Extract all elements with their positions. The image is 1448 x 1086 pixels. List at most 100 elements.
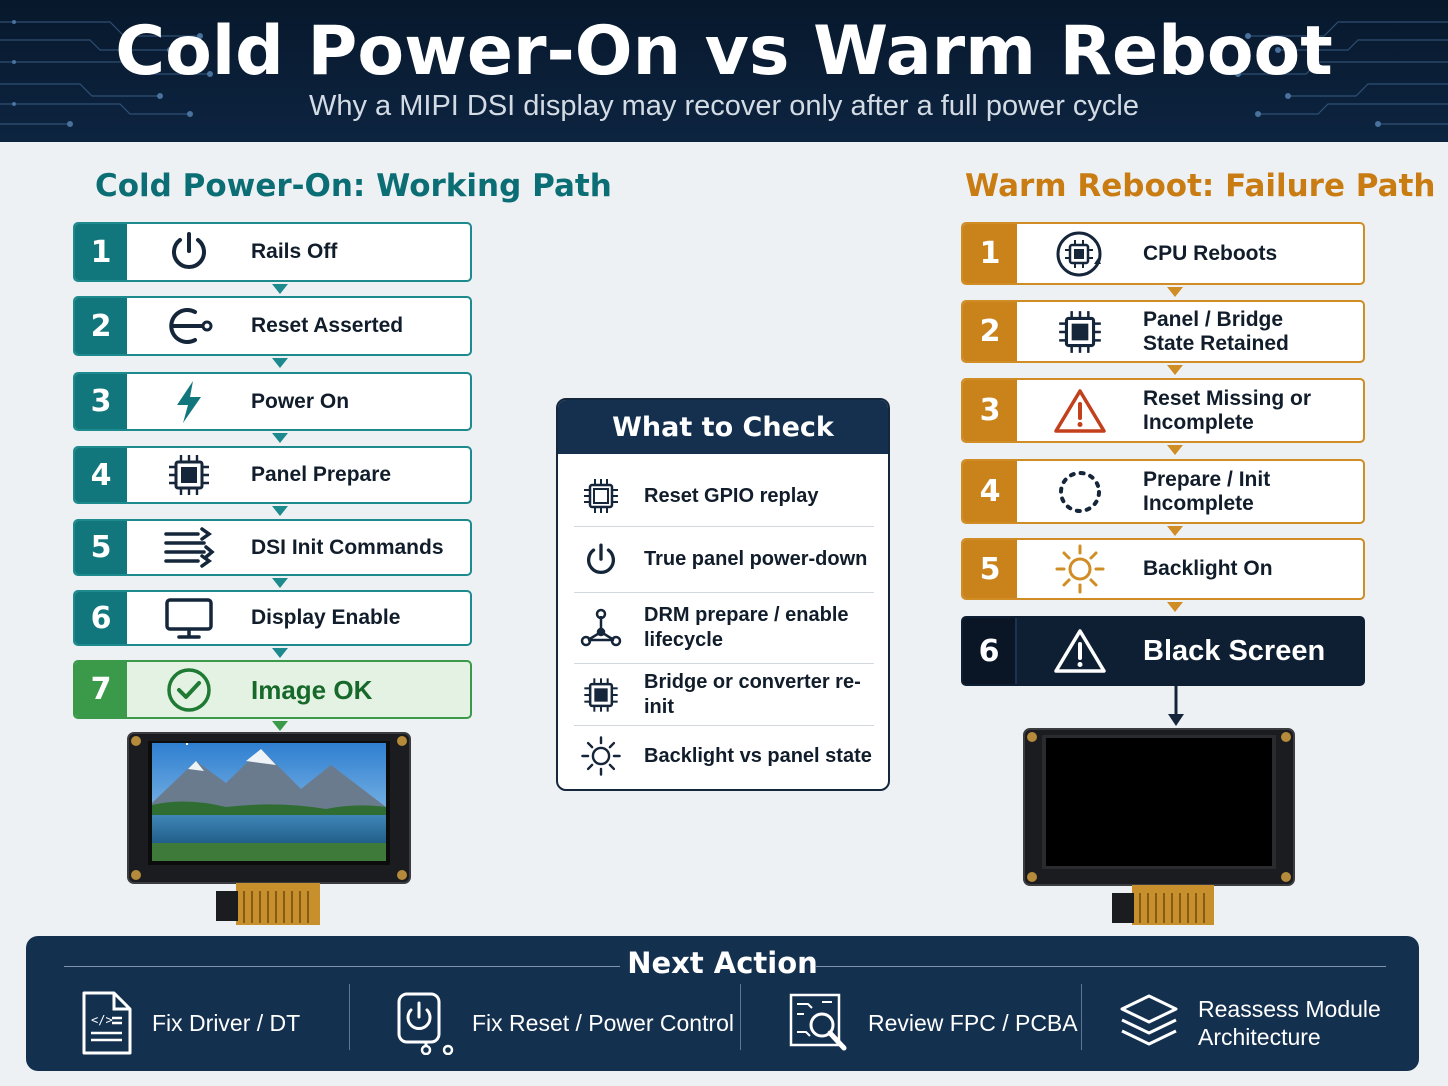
divider — [349, 984, 350, 1050]
flow-arrow — [1167, 526, 1183, 536]
step-label: Panel / Bridge State Retained — [1143, 307, 1289, 355]
check-item-label: DRM prepare / enable lifecycle — [644, 604, 849, 651]
cpu-reboot-icon — [1017, 224, 1143, 283]
divider-line — [816, 966, 1386, 967]
warm-step-2: 2 Panel / Bridge State Retained — [961, 300, 1365, 363]
page-subtitle: Why a MIPI DSI display may recover only … — [308, 90, 1139, 122]
step-number: 1 — [75, 224, 127, 280]
next-action-label: Fix Driver / DT — [152, 1010, 301, 1036]
step-number: 5 — [963, 540, 1017, 598]
warm-step-6: 6 Black Screen — [961, 616, 1365, 686]
next-action-item: Review FPC / PCBA — [788, 988, 1078, 1058]
step-label: Panel Prepare — [251, 463, 392, 486]
check-item-label: Reset GPIO replay — [644, 484, 819, 507]
flow-arrow — [272, 284, 288, 294]
step-label: Prepare / Init Incomplete — [1143, 467, 1271, 515]
flow-arrow — [272, 506, 288, 516]
step-label: Reset Asserted — [251, 314, 404, 337]
power-icon — [127, 224, 251, 280]
check-item: Backlight vs panel state — [574, 726, 874, 786]
layers-icon — [1118, 992, 1180, 1054]
step-number: 7 — [75, 662, 127, 717]
step-number: 4 — [963, 461, 1017, 522]
cold-step-2: 2 Reset Asserted — [73, 296, 472, 356]
chip-icon — [1017, 302, 1143, 361]
warm-step-5: 5 Backlight On — [961, 538, 1365, 600]
code-file-icon: </> — [80, 990, 134, 1056]
divider — [1081, 984, 1082, 1050]
lightning-icon — [127, 374, 251, 429]
warm-step-4: 4 Prepare / Init Incomplete — [961, 459, 1365, 524]
display-module-image — [127, 732, 411, 925]
check-item-label: Backlight vs panel state — [644, 744, 872, 767]
flow-arrow — [1167, 365, 1183, 375]
signal-lines-icon — [127, 521, 251, 574]
step-number: 3 — [75, 374, 127, 429]
chip-icon — [574, 675, 628, 715]
cold-step-3: 3 Power On — [73, 372, 472, 431]
next-action-label: Review FPC / PCBA — [868, 1010, 1078, 1036]
page-title: Cold Power-On vs Warm Reboot — [115, 12, 1333, 91]
step-number: 3 — [963, 380, 1017, 441]
next-action-label: Reassess Module Architecture — [1198, 996, 1381, 1050]
step-number: 2 — [963, 302, 1017, 361]
step-number: 2 — [75, 298, 127, 354]
header: Cold Power-On vs Warm Reboot Why a MIPI … — [0, 0, 1448, 142]
circuit-decoration — [0, 20, 213, 127]
black-display-module-image — [1023, 728, 1295, 925]
next-action-item: Fix Reset / Power Control — [396, 988, 734, 1058]
flow-arrow — [1167, 287, 1183, 297]
sun-icon — [1017, 540, 1143, 598]
next-action-item: Reassess Module Architecture — [1118, 988, 1381, 1058]
cold-step-4: 4 Panel Prepare — [73, 446, 472, 504]
check-panel-title: What to Check — [558, 400, 888, 454]
step-label: Power On — [251, 389, 350, 413]
step-number: 4 — [75, 448, 127, 502]
flow-arrow — [272, 578, 288, 588]
network-icon — [574, 608, 628, 648]
next-action-item: </> Fix Driver / DT — [80, 988, 300, 1058]
warning-icon — [1017, 618, 1143, 684]
next-action-title: Next Action — [627, 946, 818, 980]
flow-arrow — [272, 648, 288, 658]
cold-step-5: 5 DSI Init Commands — [73, 519, 472, 576]
pcb-inspect-icon — [788, 992, 850, 1054]
step-label: Display Enable — [251, 606, 401, 629]
check-item: Reset GPIO replay — [574, 466, 874, 527]
step-number: 6 — [963, 618, 1017, 684]
check-circle-icon — [127, 662, 251, 717]
warning-icon — [1017, 380, 1143, 441]
flow-arrow — [1167, 445, 1183, 455]
cold-step-7: 7 Image OK — [73, 660, 472, 719]
circuit-decoration — [1235, 21, 1448, 127]
warm-step-3: 3 Reset Missing or Incomplete — [961, 378, 1365, 443]
step-number: 5 — [75, 521, 127, 574]
step-label: Rails Off — [251, 240, 338, 263]
svg-text:</>: </> — [91, 1013, 113, 1027]
step-label: Reset Missing or Incomplete — [1143, 386, 1312, 434]
flow-arrow — [272, 358, 288, 368]
step-number: 6 — [75, 592, 127, 644]
step-number: 1 — [963, 224, 1017, 283]
check-item-label: True panel power-down — [644, 548, 868, 570]
chip-outline-icon — [574, 476, 628, 516]
dotted-circle-icon — [1017, 461, 1143, 522]
flow-arrow — [272, 721, 288, 731]
cold-step-6: 6 Display Enable — [73, 590, 472, 646]
flow-arrow — [272, 433, 288, 443]
check-item-label: Bridge or converter re-init — [644, 670, 861, 718]
power-control-icon — [396, 991, 454, 1055]
check-item: True panel power-down — [574, 527, 874, 593]
check-item: DRM prepare / enable lifecycle — [574, 593, 874, 664]
cold-step-1: 1 Rails Off — [73, 222, 472, 282]
warm-path-title: Warm Reboot: Failure Path — [965, 168, 1436, 204]
next-action-panel: Next Action </> Fix Driver / DT Fix Rese… — [26, 936, 1419, 1071]
what-to-check-panel: What to Check Reset GPIO replay True pan… — [556, 398, 890, 791]
check-item: Bridge or converter re-init — [574, 664, 874, 726]
cold-path-title: Cold Power-On: Working Path — [95, 168, 612, 204]
divider — [740, 984, 741, 1050]
sun-icon — [574, 735, 628, 777]
chip-icon — [127, 448, 251, 502]
step-label: DSI Init Commands — [251, 535, 444, 559]
step-label: Backlight On — [1143, 557, 1273, 580]
